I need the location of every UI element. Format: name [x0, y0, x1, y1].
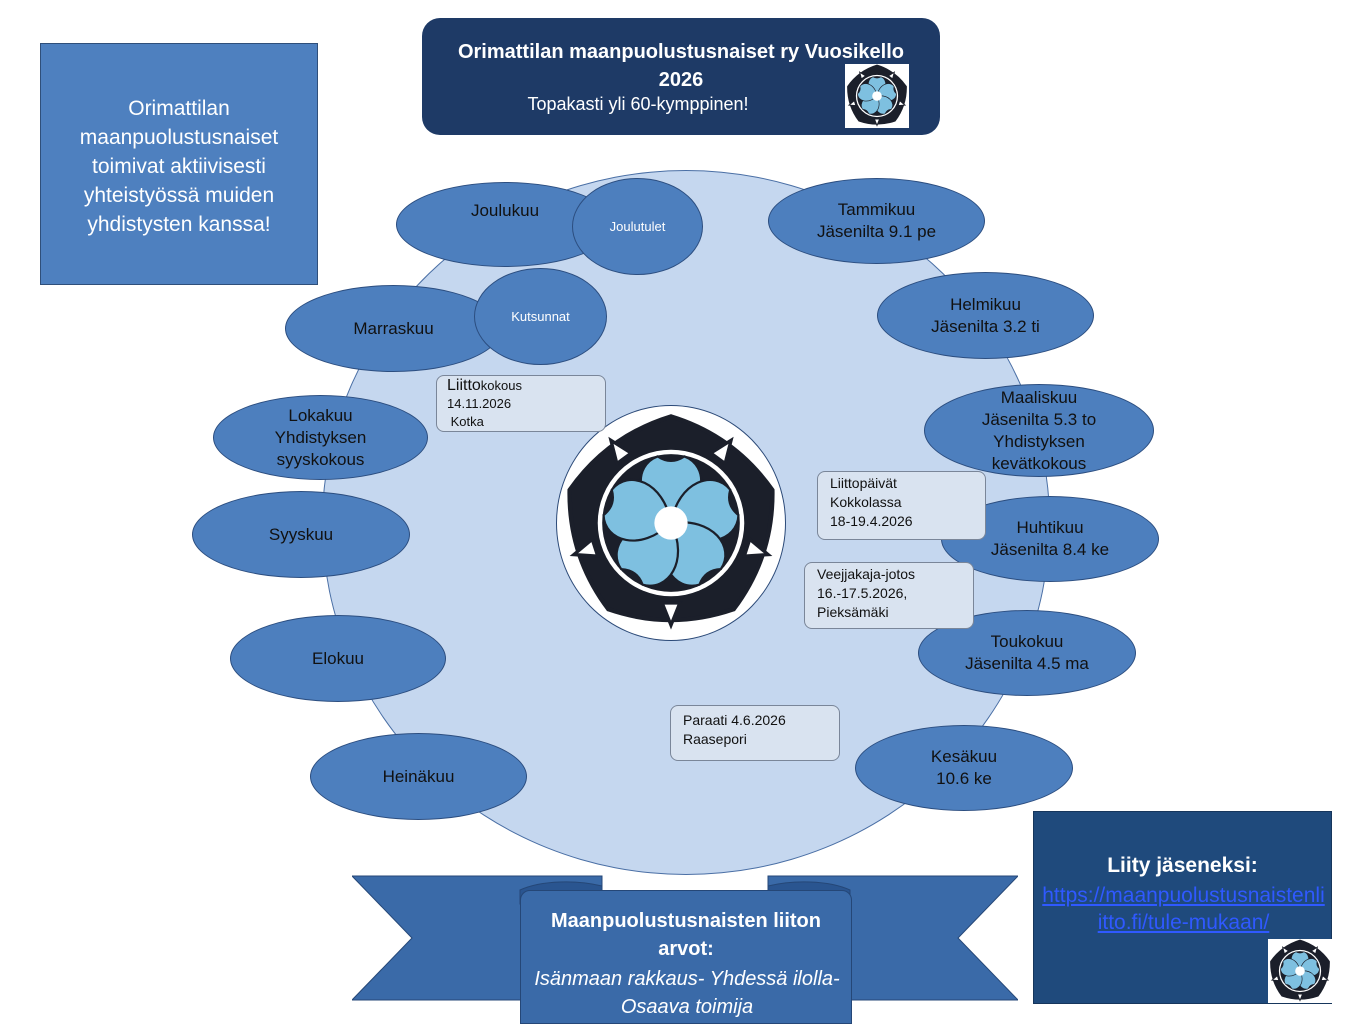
- month-name: Toukokuu: [990, 632, 1064, 651]
- month-name: Tammikuu: [837, 200, 916, 219]
- join-box: Liity jäseneksi: https://maanpuolustusna…: [1033, 811, 1332, 1004]
- join-label: Liity jäseneksi:: [1107, 854, 1258, 877]
- month-tammikuu: Tammikuu Jäsenilta 9.1 pe: [768, 178, 985, 264]
- title-logo-icon: [845, 64, 909, 128]
- event-liittopaivat-date: 18-19.4.2026: [830, 513, 913, 529]
- event-liittokokous-small: kokous: [480, 378, 522, 393]
- title-box: Orimattilan maanpuolustusnaiset ry Vuosi…: [422, 18, 940, 135]
- emblem-thorn: [1270, 974, 1280, 982]
- event-paraati-title: Paraati 4.6.2026: [683, 712, 786, 728]
- event-joulutulet-label: Joulutulet: [609, 219, 666, 234]
- month-name: Marraskuu: [353, 318, 434, 338]
- month-name: Helmikuu: [950, 294, 1021, 314]
- month-detail: Jäsenilta 9.1 pe: [816, 222, 937, 241]
- month-name: Lokakuu: [288, 405, 353, 425]
- center-logo: [556, 405, 786, 641]
- month-detail: Jäsenilta 5.3 to Yhdistyksen kevätkokous: [981, 409, 1097, 473]
- info-text: Orimattilan maanpuolustusnaiset toimivat…: [79, 97, 279, 236]
- emblem-thorn: [659, 601, 683, 630]
- month-name: Huhtikuu: [1016, 518, 1084, 537]
- emblem-center: [1295, 966, 1305, 976]
- emblem-thorn: [707, 436, 734, 467]
- join-link[interactable]: https://maanpuolustusnaistenliitto.fi/tu…: [1042, 884, 1325, 934]
- emblem-thorn: [897, 99, 907, 107]
- month-name: Joulukuu: [470, 200, 540, 220]
- emblem-thorn: [741, 536, 773, 558]
- month-helmikuu: Helmikuu Jäsenilta 3.2 ti: [877, 272, 1094, 359]
- event-liittokokous: Liittokokous 14.11.2026 Kotka: [436, 375, 606, 432]
- event-paraati-place: Raasepori: [683, 731, 747, 747]
- emblem-petal: [602, 478, 673, 542]
- event-liittokokous-big: Liitto: [447, 377, 481, 394]
- month-marraskuu: Marraskuu: [285, 285, 502, 372]
- emblem-thorn: [608, 436, 635, 467]
- emblem-petal: [1280, 958, 1301, 977]
- emblem-center: [654, 506, 688, 540]
- event-kutsunnat: Kutsunnat: [474, 268, 607, 365]
- emblem-thorn: [1281, 946, 1290, 955]
- emblem-thorn: [887, 71, 896, 80]
- event-liittopaivat: Liittopäivät Kokkolassa 18-19.4.2026: [817, 471, 986, 540]
- emblem-thorn: [847, 99, 857, 107]
- emblem-thorn: [858, 71, 867, 80]
- emblem-center: [872, 91, 882, 101]
- month-name: Elokuu: [312, 648, 364, 668]
- event-kutsunnat-label: Kutsunnat: [511, 309, 570, 324]
- month-heinakuu: Heinäkuu: [310, 733, 527, 820]
- month-name: Kesäkuu: [930, 747, 998, 766]
- page-subtitle: Topakasti yli 60-kymppinen!: [527, 94, 749, 114]
- month-detail: 10.6 ke: [936, 769, 992, 788]
- emblem-thorn: [873, 118, 881, 127]
- month-joulukuu: Joulukuu: [396, 182, 614, 267]
- month-kesakuu: Kesäkuu 10.6 ke: [855, 725, 1073, 811]
- flower-emblem-icon: [567, 414, 775, 630]
- event-veejjakaja-place: Pieksämäki: [817, 604, 889, 620]
- emblem-thorn: [569, 536, 601, 558]
- event-paraati: Paraati 4.6.2026 Raasepori: [670, 705, 840, 761]
- month-name: Syyskuu: [268, 524, 334, 544]
- info-box: Orimattilan maanpuolustusnaiset toimivat…: [40, 43, 318, 285]
- emblem-thorn: [1310, 946, 1319, 955]
- event-liittokokous-place: Kotka: [447, 414, 484, 429]
- banner-values-box: Maanpuolustusnaisten liiton arvot: Isänm…: [520, 890, 852, 1024]
- emblem-petal: [857, 83, 878, 102]
- event-liittopaivat-place: Kokkolassa: [830, 494, 902, 510]
- event-liittopaivat-title: Liittopäivät: [830, 475, 897, 491]
- month-maaliskuu: Maaliskuu Jäsenilta 5.3 to Yhdistyksen k…: [924, 384, 1154, 477]
- event-veejjakaja: Veejjakaja-jotos 16.-17.5.2026, Pieksämä…: [804, 562, 974, 629]
- month-detail: Jäsenilta 4.5 ma: [965, 654, 1089, 673]
- banner-heading: Maanpuolustusnaisten liiton arvot:: [550, 910, 821, 960]
- emblem-thorn: [1296, 993, 1304, 1002]
- month-detail: Yhdistyksen syyskokous: [274, 427, 367, 469]
- month-detail: Jäsenilta 8.4 ke: [990, 540, 1110, 559]
- page-title: Orimattilan maanpuolustusnaiset ry Vuosi…: [457, 41, 905, 91]
- event-joulutulet: Joulutulet: [572, 178, 703, 275]
- month-lokakuu: Lokakuu Yhdistyksen syyskokous: [213, 395, 428, 480]
- event-liittokokous-date: 14.11.2026: [447, 396, 512, 411]
- month-syyskuu: Syyskuu: [192, 491, 410, 578]
- month-name: Heinäkuu: [382, 766, 455, 786]
- event-veejjakaja-date: 16.-17.5.2026,: [817, 585, 908, 601]
- banner-values: Isänmaan rakkaus- Yhdessä ilolla- Osaava…: [534, 968, 840, 1018]
- emblem-thorn: [1320, 974, 1330, 982]
- month-elokuu: Elokuu: [230, 615, 446, 702]
- join-logo-icon: [1268, 939, 1332, 1003]
- month-name: Maaliskuu: [1000, 387, 1078, 407]
- event-veejjakaja-title: Veejjakaja-jotos: [817, 566, 916, 582]
- month-detail: Jäsenilta 3.2 ti: [931, 316, 1040, 336]
